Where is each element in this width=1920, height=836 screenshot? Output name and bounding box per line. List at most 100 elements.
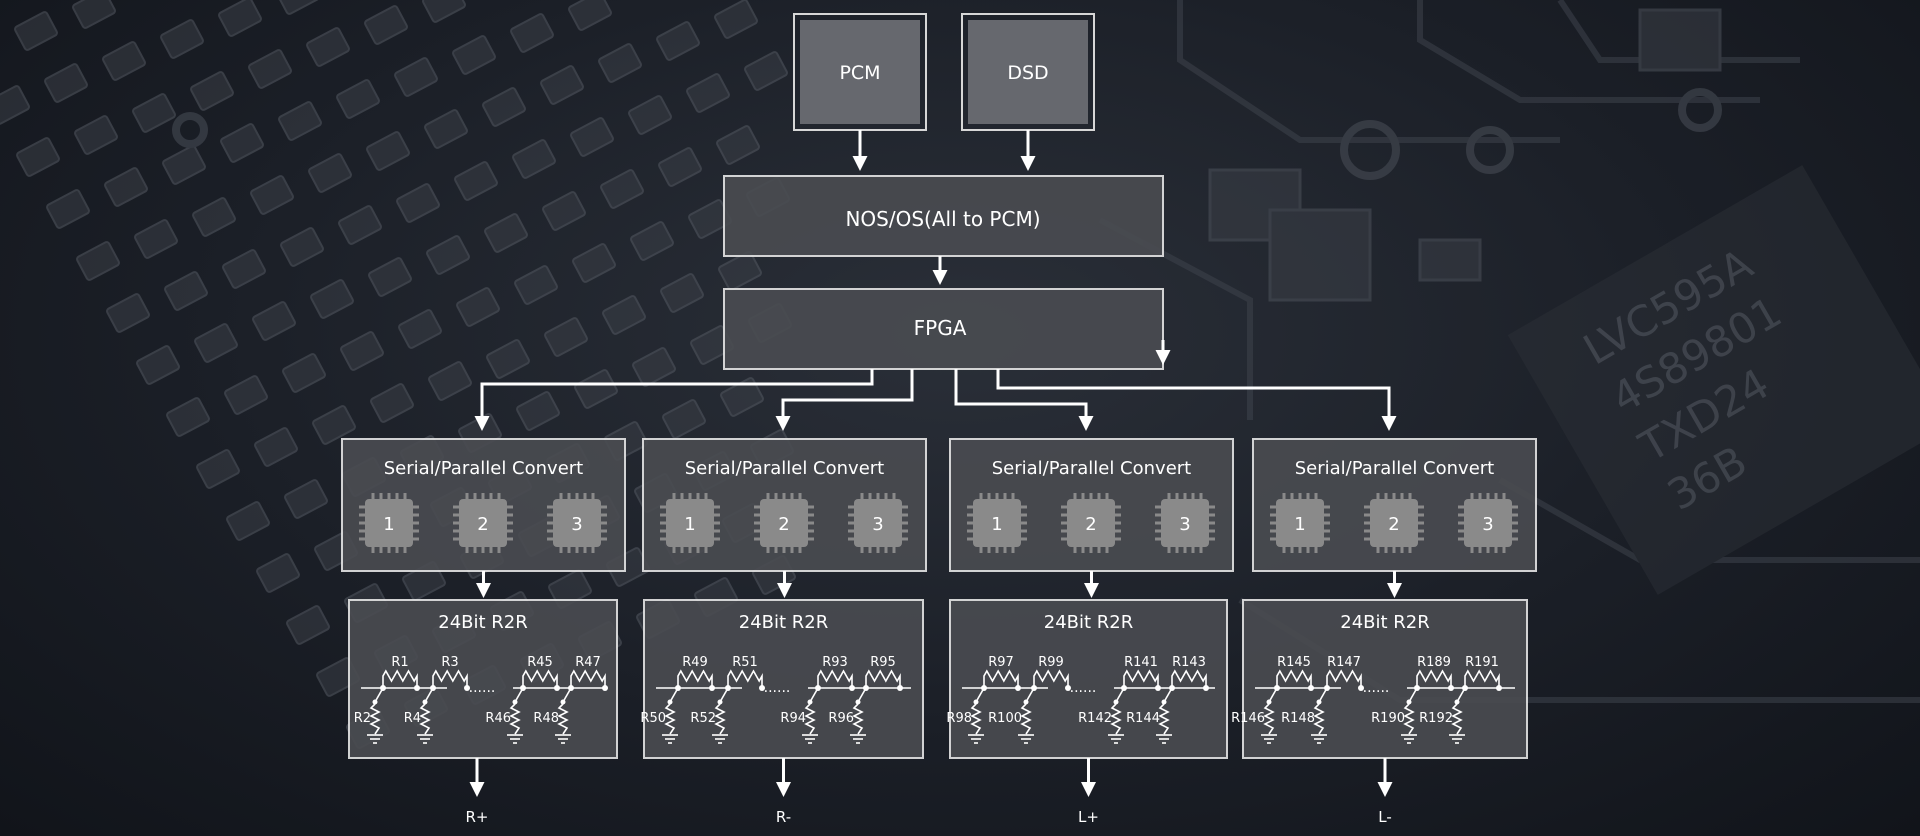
shunt-resistor-symbol xyxy=(852,703,864,735)
shunt-resistor-symbol xyxy=(419,703,431,735)
series-resistor-label: R95 xyxy=(870,655,896,670)
shunt-resistor-symbol xyxy=(1110,703,1122,735)
shunt-resistor-label: R96 xyxy=(828,711,854,726)
series-resistor-label: R3 xyxy=(441,655,458,670)
shunt-resistor-label: R190 xyxy=(1371,711,1405,726)
shunt-resistor-label: R148 xyxy=(1281,711,1315,726)
input-pcm-label: PCM xyxy=(839,62,880,84)
ic-chip-icon: 2 xyxy=(754,493,814,553)
shunt-resistor-symbol xyxy=(714,703,726,735)
shunt-resistor-label: R192 xyxy=(1419,711,1453,726)
shunt-resistor-symbol xyxy=(1451,703,1463,735)
r2r-title: 24Bit R2R xyxy=(1340,612,1430,633)
shunt-resistor-label: R46 xyxy=(485,711,511,726)
chip-number: 2 xyxy=(778,514,789,535)
ladder-node xyxy=(520,685,526,691)
ic-chip-icon: 3 xyxy=(1155,493,1215,553)
output-label: L- xyxy=(1378,808,1392,826)
ladder-node xyxy=(1031,685,1037,691)
series-resistor-label: R189 xyxy=(1417,655,1451,670)
ladder-node xyxy=(863,685,869,691)
ladder-node xyxy=(1324,685,1330,691)
ladder-node xyxy=(1462,685,1468,691)
output-label: L+ xyxy=(1078,808,1099,826)
ladder-node xyxy=(1015,685,1021,691)
ladder-node xyxy=(430,685,436,691)
output-label: R- xyxy=(776,808,791,826)
shunt-resistor-label: R94 xyxy=(780,711,806,726)
ic-chip-icon: 1 xyxy=(1270,493,1330,553)
shunt-resistor-label: R98 xyxy=(946,711,972,726)
series-resistor-symbol xyxy=(817,669,853,688)
ladder-node xyxy=(725,685,731,691)
ladder-node xyxy=(1448,685,1454,691)
ladder-node xyxy=(554,685,560,691)
series-resistor-symbol xyxy=(522,669,558,688)
chip-number: 1 xyxy=(383,514,394,535)
shunt-resistor-label: R142 xyxy=(1078,711,1112,726)
series-resistor-label: R51 xyxy=(732,655,758,670)
chip-number: 3 xyxy=(1179,514,1190,535)
series-resistor-label: R93 xyxy=(822,655,848,670)
ladder-node xyxy=(414,685,420,691)
ladder-node xyxy=(1121,685,1127,691)
shunt-resistor-label: R48 xyxy=(533,711,559,726)
series-resistor-label: R99 xyxy=(1038,655,1064,670)
r2r-box xyxy=(348,599,618,759)
shunt-resistor-symbol xyxy=(1263,703,1275,735)
r2r-title: 24Bit R2R xyxy=(1044,612,1134,633)
ladder-ellipsis: ...... xyxy=(1363,680,1390,696)
ic-chip-icon: 2 xyxy=(1364,493,1424,553)
ic-chip-icon: 1 xyxy=(967,493,1027,553)
chip-number: 1 xyxy=(991,514,1002,535)
ic-chip-icon: 3 xyxy=(1458,493,1518,553)
ladder-node xyxy=(380,685,386,691)
r2r-schematic xyxy=(962,669,1215,744)
ladder-node xyxy=(815,685,821,691)
ladder-node xyxy=(1169,685,1175,691)
serial-parallel-title: Serial/Parallel Convert xyxy=(1295,458,1494,479)
ladder-ellipsis: ...... xyxy=(764,680,791,696)
series-resistor-symbol xyxy=(865,669,901,688)
ladder-node xyxy=(1203,685,1209,691)
series-resistor-label: R97 xyxy=(988,655,1014,670)
shunt-resistor-symbol xyxy=(369,703,381,735)
ladder-node xyxy=(849,685,855,691)
nos-os-box: NOS/OS(All to PCM) xyxy=(723,175,1164,257)
chip-number: 3 xyxy=(872,514,883,535)
series-resistor-symbol xyxy=(1416,669,1452,688)
ladder-node xyxy=(602,685,608,691)
series-resistor-label: R143 xyxy=(1172,655,1206,670)
series-resistor-label: R45 xyxy=(527,655,553,670)
series-resistor-label: R49 xyxy=(682,655,708,670)
ladder-node xyxy=(1274,685,1280,691)
series-resistor-symbol xyxy=(432,669,468,688)
serial-parallel-title: Serial/Parallel Convert xyxy=(992,458,1191,479)
ladder-node xyxy=(1065,685,1071,691)
shunt-resistor-symbol xyxy=(1403,703,1415,735)
ic-chip-icon: 3 xyxy=(547,493,607,553)
shunt-resistor-label: R50 xyxy=(640,711,666,726)
ladder-node xyxy=(1414,685,1420,691)
output-label: R+ xyxy=(466,808,489,826)
series-resistor-label: R147 xyxy=(1327,655,1361,670)
r2r-ladder-3: 24Bit R2R......R97R98R99R100R141R142R143… xyxy=(946,599,1228,826)
series-resistor-symbol xyxy=(727,669,763,688)
series-resistor-label: R141 xyxy=(1124,655,1158,670)
series-resistor-symbol xyxy=(983,669,1019,688)
r2r-ladder-2: 24Bit R2R......R49R50R51R52R93R94R95R96R… xyxy=(640,599,924,826)
series-resistor-label: R191 xyxy=(1465,655,1499,670)
serial-parallel-title: Serial/Parallel Convert xyxy=(685,458,884,479)
shunt-resistor-symbol xyxy=(1020,703,1032,735)
pcb-vias xyxy=(172,88,1722,180)
shunt-resistor-symbol xyxy=(1313,703,1325,735)
nos-os-label: NOS/OS(All to PCM) xyxy=(845,207,1040,231)
background-capacitors xyxy=(1208,8,1722,302)
r2r-title: 24Bit R2R xyxy=(739,612,829,633)
shunt-resistor-symbol xyxy=(804,703,816,735)
input-dsd-label: DSD xyxy=(1007,62,1048,84)
